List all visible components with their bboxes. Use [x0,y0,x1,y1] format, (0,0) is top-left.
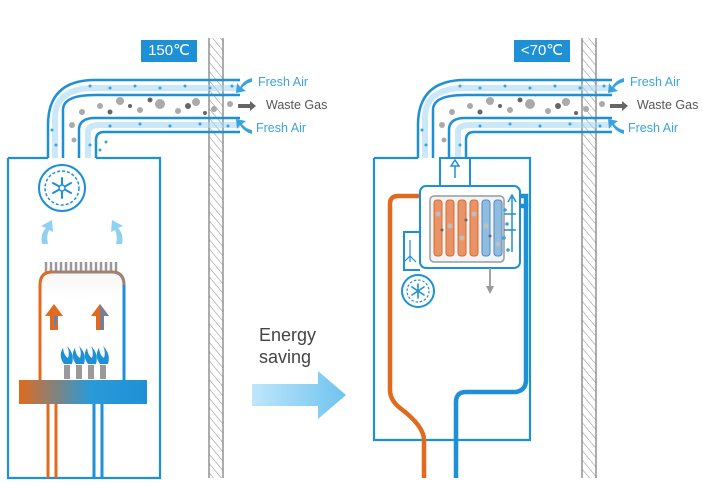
right-water-pipes [387,193,529,478]
left-up-arrows [45,304,109,330]
right-fresh-air-top-label: Fresh Air [630,75,681,89]
right-flue-pipe [416,78,612,158]
arrow-icon [236,119,252,134]
right-wall [581,38,597,478]
right-fan-duct [403,231,420,271]
right-fresh-air-bottom-label: Fresh Air [628,121,679,135]
left-wall [208,38,224,478]
left-boiler-body [6,156,162,480]
left-fresh-air-bottom-label: Fresh Air [256,121,307,135]
right-waste-gas-label: Waste Gas [637,98,699,112]
right-boiler-body [372,156,532,442]
fan-icon [401,274,435,308]
arrow-icon [610,101,628,111]
energy-saving-label: Energy saving [259,324,316,368]
arrow-icon [608,119,624,134]
right-heat-exchanger [419,185,521,269]
left-air-arrows [236,78,256,134]
energy-label-line1: Energy [259,325,317,345]
left-temperature-badge: 150℃ [141,40,197,62]
right-exhaust-duct [439,157,471,187]
condensate-arrow-icon [486,268,494,294]
arrow-icon [608,78,624,93]
left-heat-rise-arrows [41,220,123,244]
right-temperature-badge: <70℃ [514,40,570,62]
left-fresh-air-top-label: Fresh Air [258,75,309,89]
arrow-icon [236,78,252,93]
energy-saving-arrow-icon [252,371,346,419]
left-manifold [19,380,147,404]
left-flue-pipe [46,78,240,158]
energy-label-line2: saving [259,347,312,367]
fan-icon [38,164,86,212]
left-water-pipes [46,404,104,478]
right-air-arrows [608,78,628,134]
left-waste-gas-label: Waste Gas [266,98,328,112]
flame-icon [60,346,109,379]
arrow-icon [238,101,256,111]
